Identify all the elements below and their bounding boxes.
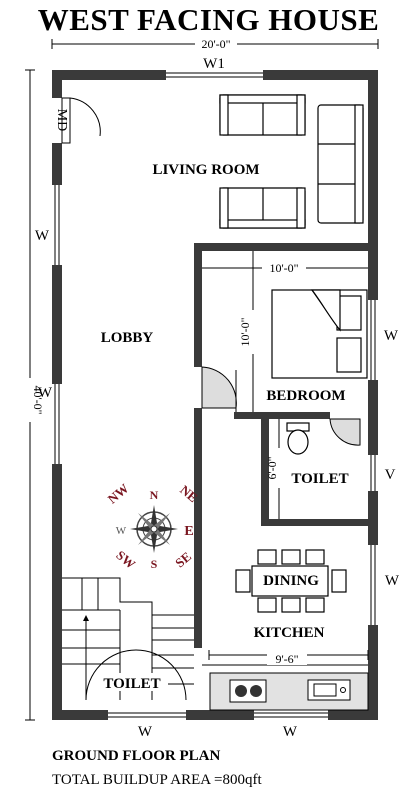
opening-labels: W1 W W W V W W W <box>35 56 400 740</box>
toilet-depth-label: 6'-0" <box>265 456 279 479</box>
compass-w: W <box>116 525 127 537</box>
overall-depth-label: 40'-0" <box>31 385 45 414</box>
sink-icon <box>307 679 351 701</box>
toilet-depth-dimension: 6'-0" <box>265 419 287 519</box>
compass-sw: SW <box>113 547 138 571</box>
overall-depth-dimension: 40'-0" <box>23 69 45 721</box>
bedroom-depth-dimension: 10'-0" <box>238 251 261 412</box>
window-bedroom-label: W <box>384 328 399 344</box>
window-left-upper-label: W <box>35 228 50 244</box>
buildup-area-caption: TOTAL BUILDUP AREA =800qft <box>52 772 262 788</box>
living-room-label: LIVING ROOM <box>152 162 259 178</box>
toilet-upper-label: TOILET <box>291 471 348 487</box>
window-top-label: W1 <box>203 56 225 72</box>
kitchen-counter <box>202 650 369 711</box>
bedroom-width-dimension: 10'-0" <box>202 261 368 275</box>
compass-se: SE <box>172 549 194 571</box>
toilet-door <box>329 412 368 446</box>
bedroom-width-label: 10'-0" <box>269 261 298 275</box>
sofa-set <box>219 94 364 229</box>
compass-e: E <box>184 524 193 539</box>
window-openings <box>52 70 378 720</box>
kitchen-width-label: 9'-6" <box>275 652 298 666</box>
bedroom-label: BEDROOM <box>266 388 345 404</box>
window-left-lower-label: W <box>38 385 53 401</box>
compass-s: S <box>151 557 158 571</box>
overall-width-label: 20'-0" <box>201 37 230 51</box>
kitchen-width-label-group: 9'-6" <box>267 652 307 666</box>
ventilator-label: V <box>385 467 396 483</box>
compass-rose-icon: N NE E SE S SW W NW <box>105 481 201 572</box>
compass-n: N <box>150 488 159 502</box>
compass-nw: NW <box>105 481 132 507</box>
lobby-label: LOBBY <box>101 330 154 346</box>
main-door-label: MD <box>54 109 69 132</box>
bedroom-depth-label: 10'-0" <box>238 317 252 346</box>
window-bottom-left-label: W <box>138 724 153 740</box>
interior-walls <box>194 243 378 648</box>
room-labels: LIVING ROOM LOBBY BEDROOM TOILET DINING … <box>96 162 349 692</box>
bedroom-door <box>194 366 237 412</box>
window-bottom-right-label: W <box>283 724 298 740</box>
plan-title: WEST FACING HOUSE <box>37 2 380 37</box>
window-dining-label: W <box>385 573 400 589</box>
kitchen-label: KITCHEN <box>254 625 325 641</box>
overall-width-dimension: 20'-0" <box>51 37 379 51</box>
bed <box>271 289 368 379</box>
wc-icon <box>286 422 310 455</box>
stove-icon <box>229 679 267 703</box>
toilet-lower-label: TOILET <box>103 676 160 692</box>
ground-floor-plan-caption: GROUND FLOOR PLAN <box>52 748 221 764</box>
dining-label: DINING <box>263 573 319 589</box>
main-door: MD <box>52 97 101 144</box>
